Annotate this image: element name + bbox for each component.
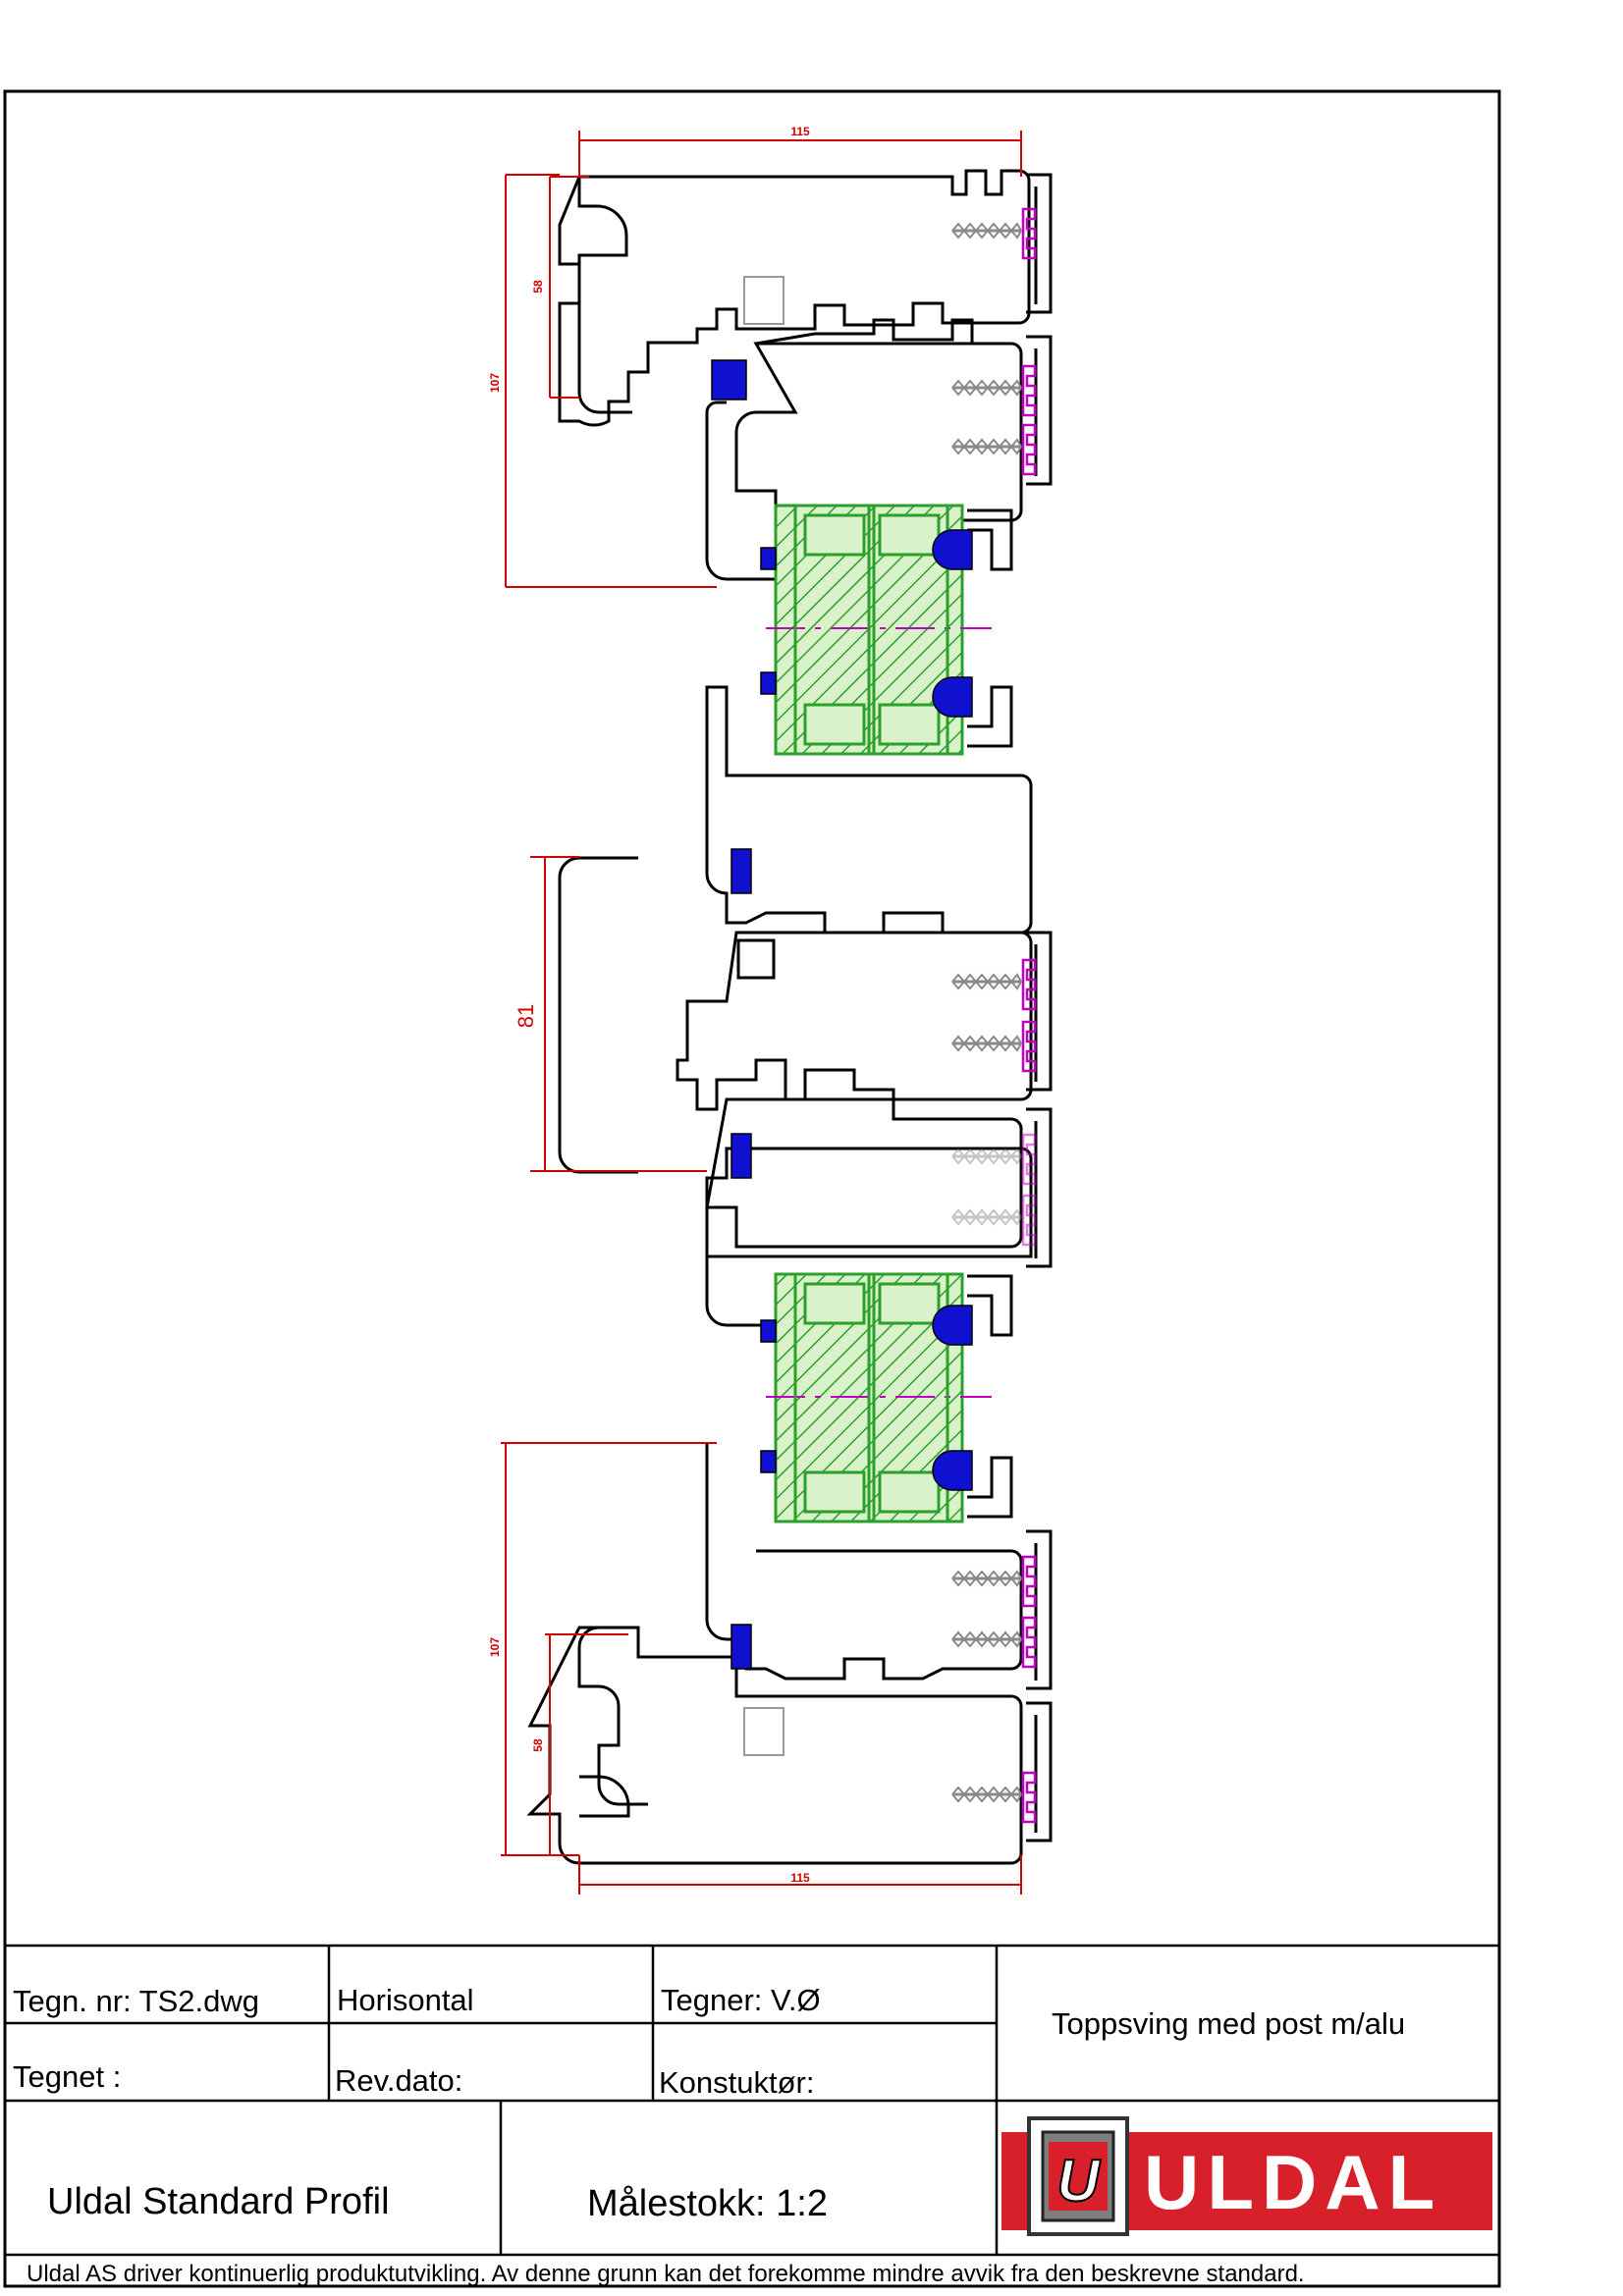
profile-section-drawing <box>526 169 1033 1865</box>
top-frame-profile <box>558 169 1031 427</box>
footer-disclaimer: Uldal AS driver kontinuerlig produktutvi… <box>27 2261 1305 2287</box>
top-frame-notch <box>577 177 632 414</box>
screw <box>950 1035 1023 1052</box>
screw <box>950 1630 1023 1648</box>
gaskets <box>711 359 973 1670</box>
fixing-clip <box>1021 364 1037 417</box>
sash-1-outline <box>705 400 776 581</box>
gasket <box>760 1450 777 1473</box>
screw <box>950 438 1023 455</box>
fixing-clip <box>1021 423 1037 476</box>
gasket <box>760 1319 777 1343</box>
bottom-frame-dowel <box>743 1707 784 1756</box>
alu-cladding-top <box>1026 173 1053 314</box>
middle-post-left <box>558 856 638 1174</box>
screw <box>950 379 1023 397</box>
screw <box>950 1208 1023 1226</box>
lower-sash-profile <box>705 1443 1023 1681</box>
alu-cladding-glass2 <box>967 1274 1013 1519</box>
screw <box>950 1786 1023 1803</box>
fixing-clip <box>1021 1020 1037 1073</box>
screw <box>950 1148 1023 1165</box>
gasket <box>730 848 752 894</box>
glass-unit-1-spacer-a <box>803 513 866 557</box>
gasket <box>730 1133 752 1179</box>
gasket <box>711 359 747 400</box>
logo-wordmark: ULDAL <box>1144 2139 1442 2225</box>
alu-cladding-glass1 <box>967 508 1013 748</box>
alu-cladding-sash1 <box>1026 335 1053 486</box>
glass-unit-1-spacer-c <box>803 703 866 746</box>
gasket <box>760 671 777 695</box>
gasket <box>932 1305 973 1346</box>
title-block-grid <box>5 1944 1499 2257</box>
logo-u-mark: U <box>1056 2148 1101 2214</box>
dim-top-outer: 107 <box>488 373 502 393</box>
dim-top-inner: 58 <box>531 280 545 294</box>
fixing-clip <box>1021 1133 1037 1186</box>
glass-unit-2-spacer-c <box>803 1470 866 1514</box>
glass-unit-2-spacer-d <box>878 1470 941 1514</box>
dimension-lines <box>501 131 1022 1895</box>
sash-1-groove <box>755 318 974 346</box>
drawn-by: Tegner: V.Ø <box>661 1983 821 2017</box>
gasket <box>760 547 777 570</box>
orientation-label: Horisontal <box>337 1983 474 2017</box>
scale-label: Målestokk: 1:2 <box>587 2183 828 2224</box>
bottom-frame-notch <box>579 1775 630 1818</box>
sash-2-outline <box>705 1178 776 1327</box>
alu-cladding <box>967 173 1053 1842</box>
drawing-number: Tegn. nr: TS2.dwg <box>13 1984 260 2018</box>
dim-bottom-outer: 107 <box>488 1637 502 1657</box>
screw <box>950 222 1023 240</box>
fixing-clip <box>1021 1771 1037 1824</box>
dim-bottom-inner: 58 <box>531 1738 545 1752</box>
sheet-border <box>3 89 1501 2288</box>
middle-post-arrow <box>705 1068 1023 1249</box>
profile-name: Uldal Standard Profil <box>47 2181 390 2222</box>
dim-top-width: 115 <box>790 125 810 138</box>
drawing-description: Toppsving med post m/alu <box>1052 2006 1406 2041</box>
logo-window-inner <box>1049 2142 1108 2211</box>
gasket <box>932 529 973 570</box>
glass-unit-2-spacer-a <box>803 1282 866 1325</box>
glass-unit-1-spacer-d <box>878 703 941 746</box>
gasket <box>730 1624 752 1670</box>
sash-2-profile <box>705 1147 1033 1258</box>
middle-post-lower <box>676 931 1033 1111</box>
dim-bottom-width: 115 <box>790 1871 810 1885</box>
glass-unit-1-spacer-b <box>878 513 941 557</box>
top-frame-dowel <box>743 276 784 325</box>
screw <box>950 1570 1023 1587</box>
fixing-clip <box>1021 1555 1037 1608</box>
glass-unit-2-spacer-b <box>878 1282 941 1325</box>
fixing-clip <box>1021 1616 1037 1669</box>
screw <box>950 973 1023 990</box>
fixing-clips <box>1021 207 1037 1824</box>
uldal-logo: U ULDAL <box>1001 2116 1492 2236</box>
bottom-frame-profile <box>526 1626 1023 1865</box>
screws <box>950 222 1023 1803</box>
gasket <box>932 1450 973 1491</box>
middle-post-dowel <box>736 938 776 980</box>
designer-label: Konstuktør: <box>659 2065 815 2100</box>
fixing-clip <box>1021 958 1037 1011</box>
revision-date-label: Rev.dato: <box>335 2063 463 2098</box>
alu-cladding-lower <box>1026 1529 1053 1690</box>
sash-1-profile <box>734 342 1023 522</box>
dim-middle-span: 81 <box>514 1004 538 1028</box>
gasket <box>932 676 973 718</box>
drawn-label: Tegnet : <box>13 2059 122 2094</box>
dimension-labels: 115 58 107 81 107 58 115 <box>488 125 810 1885</box>
fixing-clip <box>1021 1194 1037 1247</box>
